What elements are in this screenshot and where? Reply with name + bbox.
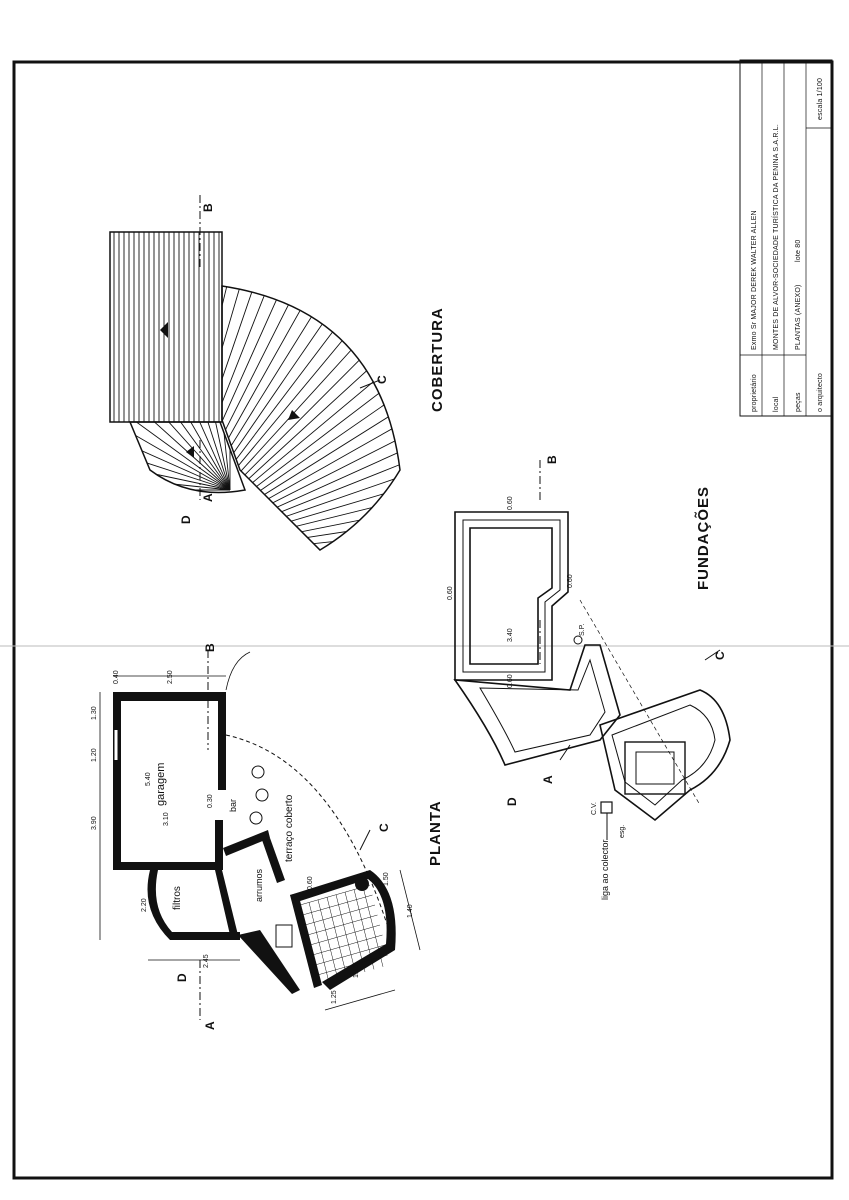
fund-mark-a: A	[541, 775, 555, 784]
arquitecto-label: o arquitecto	[817, 373, 824, 412]
fund-mark-d: D	[505, 797, 519, 806]
escala-value: escala 1/100	[817, 78, 824, 120]
planta-title: PLANTA	[427, 800, 444, 866]
dim-030: 0.30	[207, 794, 214, 808]
cobertura-title: COBERTURA	[429, 307, 446, 412]
fundacoes-foundation-plan	[453, 460, 731, 840]
proprietario-value: Exmo Sr MAJOR DEREK WALTER ALLEN	[751, 210, 758, 350]
pecas-label: peças	[795, 392, 802, 412]
plan-mark-d: D	[175, 973, 189, 982]
roof-hatching-rect	[113, 232, 220, 422]
fund-dim-060-left: 0.60	[447, 586, 454, 600]
room-garagem: garagem	[155, 763, 167, 806]
room-terraco: terraço coberto	[284, 794, 295, 862]
roof-mark-b: B	[201, 203, 215, 212]
dim-220: 2.20	[141, 898, 148, 912]
roof-mark-a: A	[201, 493, 215, 502]
dim-145: 1.45	[353, 964, 360, 978]
dim-140: 1.40	[407, 904, 414, 918]
fund-dim-060-mid: 0.60	[507, 674, 514, 688]
sheet-border	[12, 60, 834, 1180]
proprietario-label: proprietário	[751, 374, 758, 412]
dim-250: 2.50	[167, 670, 174, 684]
dim-060: 0.60	[307, 876, 314, 890]
title-block: proprietário Exmo Sr MAJOR DEREK WALTER …	[739, 59, 833, 417]
fund-dim-340: 3.40	[507, 628, 514, 642]
fund-esgoto: esg.	[619, 825, 626, 838]
dim-120: 1.20	[91, 748, 98, 762]
dim-245: 2.45	[203, 954, 210, 968]
fund-dim-060-right: 0.60	[567, 574, 574, 588]
local-value: MONTES DE ALVOR-SOCIEDADE TURÍSTICA DA P…	[771, 124, 780, 350]
room-arrumos: arrumos	[254, 868, 264, 902]
fund-cv: C.V.	[591, 802, 598, 815]
local-label: local	[773, 396, 780, 412]
dim-125: 1.25	[331, 990, 338, 1004]
plan-mark-c: C	[377, 823, 391, 832]
fund-dim-060-top: 0.60	[507, 496, 514, 510]
fund-sp: S.P.	[579, 624, 586, 636]
fund-mark-c: C	[713, 651, 727, 660]
fund-mark-b: B	[545, 455, 559, 464]
fundacoes-title: FUNDAÇÕES	[694, 486, 712, 590]
dim-150: 1.50	[383, 872, 390, 886]
bathroom-tiles	[299, 884, 388, 986]
room-filtros: filtros	[172, 886, 183, 910]
planta-floor-plan	[99, 650, 421, 1020]
roof-mark-d: D	[179, 515, 193, 524]
plan-mark-a: A	[203, 1021, 217, 1030]
dim-540: 5.40	[145, 772, 152, 786]
roof-mark-c: C	[375, 375, 389, 384]
pecas-value: PLANTAS (ANEXO)	[795, 285, 802, 351]
dim-130: 1.30	[91, 706, 98, 720]
fund-caixa-label: liga ao colector	[600, 839, 610, 900]
plan-mark-b: B	[203, 643, 217, 652]
dim-310: 3.10	[163, 812, 170, 826]
lote-value: lote 80	[795, 240, 802, 262]
dim-390: 3.90	[91, 816, 98, 830]
roof-hatching-small	[130, 422, 231, 491]
room-bar: bar	[228, 799, 238, 812]
dim-040: 0.40	[113, 670, 120, 684]
